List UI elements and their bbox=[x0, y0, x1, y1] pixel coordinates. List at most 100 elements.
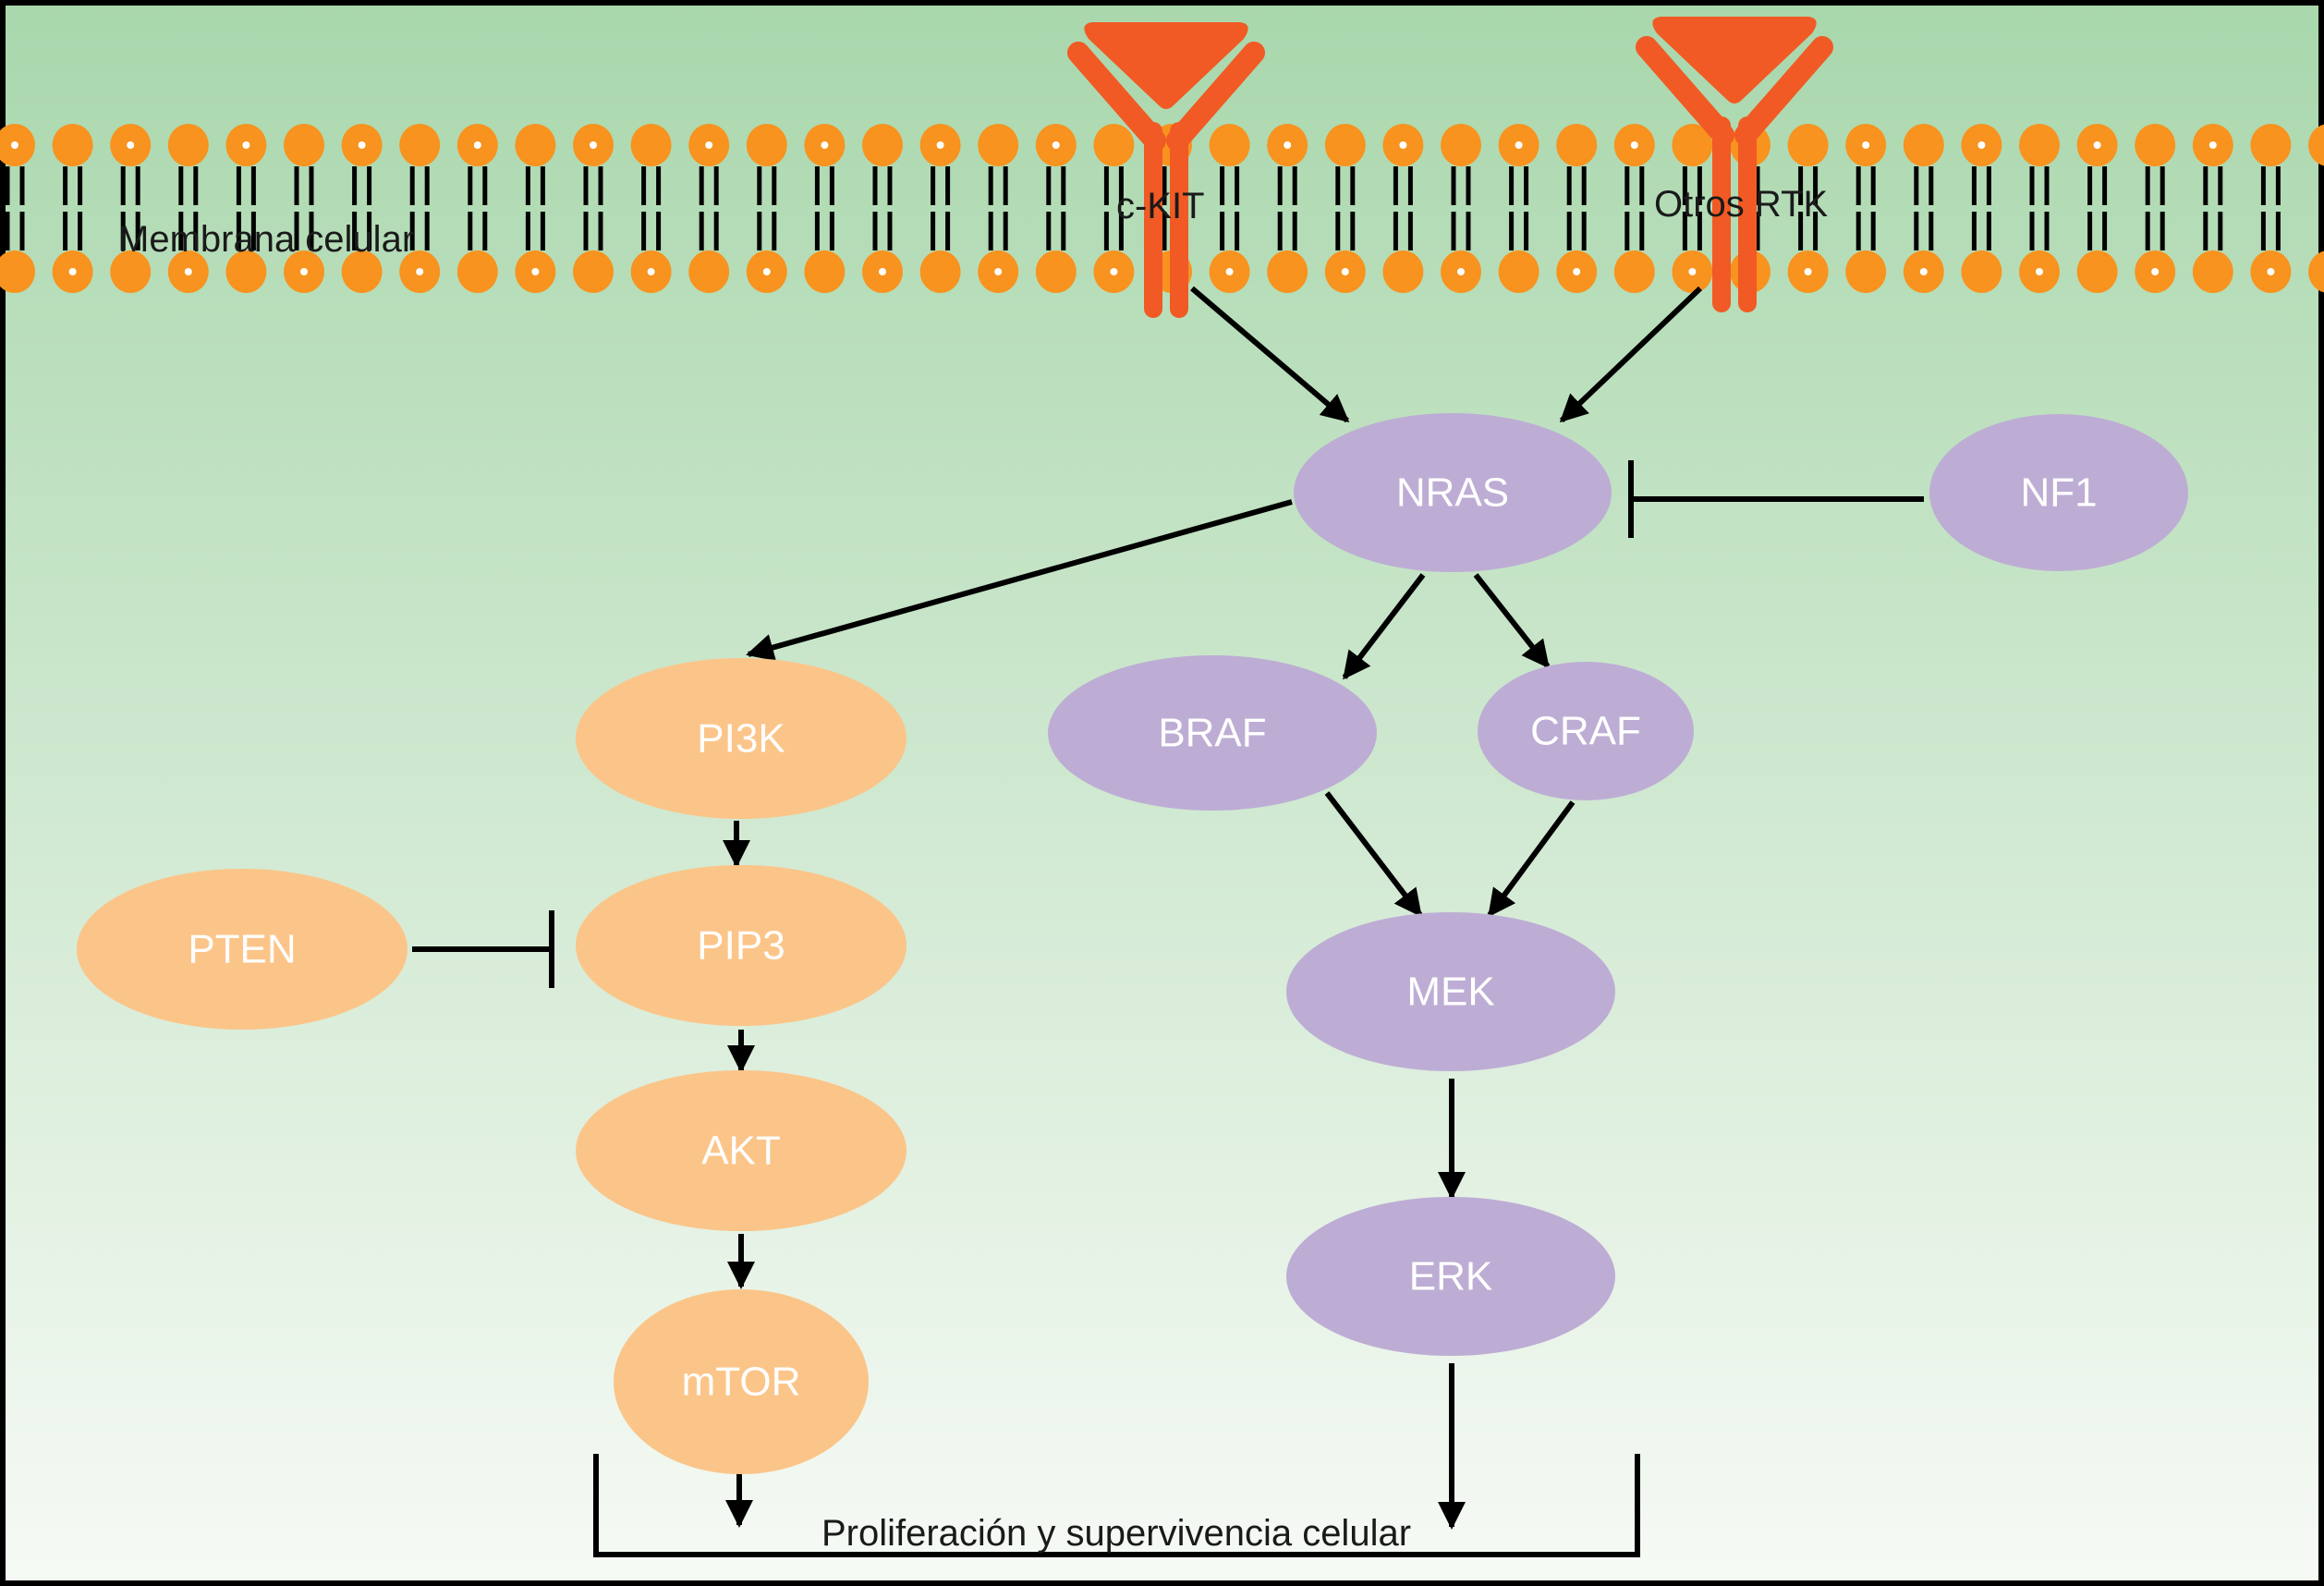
node-pip3: PIP3 bbox=[576, 865, 906, 1026]
lipid bbox=[2019, 124, 2060, 293]
receptors bbox=[1067, 17, 1833, 318]
node-label: PTEN bbox=[188, 927, 296, 972]
lipid bbox=[862, 124, 903, 293]
node-label: AKT bbox=[701, 1128, 781, 1174]
lipid bbox=[52, 124, 93, 293]
lipid bbox=[978, 124, 1019, 293]
lipid-head bbox=[2135, 124, 2176, 166]
lipid-head bbox=[110, 250, 152, 293]
node-shape bbox=[614, 1289, 869, 1474]
lipid bbox=[2076, 124, 2118, 293]
node-erk: ERK bbox=[1286, 1197, 1615, 1356]
lipid-head bbox=[167, 124, 209, 166]
node-shape bbox=[1929, 414, 2188, 571]
lipid bbox=[804, 124, 846, 293]
lipid bbox=[919, 124, 961, 293]
receptor-ckit bbox=[1067, 22, 1265, 318]
lipid bbox=[1556, 124, 1598, 293]
lipid bbox=[1961, 124, 2002, 293]
lipid-head bbox=[1324, 124, 1366, 166]
lipid-head bbox=[1441, 124, 1481, 166]
node-shape bbox=[576, 658, 906, 819]
lipid bbox=[2250, 124, 2292, 293]
edge-nf1-nras bbox=[1628, 460, 1924, 538]
lipid bbox=[1787, 124, 1829, 293]
node-shape bbox=[1286, 1197, 1615, 1356]
cell-membrane bbox=[0, 124, 2324, 293]
lipid-head bbox=[2019, 124, 2060, 166]
lipid-head bbox=[2076, 250, 2118, 293]
lipid-head bbox=[1556, 124, 1598, 166]
lipid bbox=[399, 124, 441, 293]
lipid bbox=[225, 124, 267, 293]
lipid bbox=[573, 124, 614, 293]
node-label: CRAF bbox=[1530, 709, 1641, 754]
lipid bbox=[341, 124, 383, 293]
membrane-label: Membrana celular bbox=[118, 219, 414, 260]
lipid-head bbox=[862, 124, 903, 166]
lipid-head bbox=[630, 124, 672, 166]
lipid-head bbox=[1787, 124, 1829, 166]
lipid bbox=[630, 124, 672, 293]
lipid-head bbox=[515, 124, 556, 166]
edge-pten-pip3 bbox=[412, 910, 554, 988]
node-mtor: mTOR bbox=[614, 1289, 869, 1474]
lipid bbox=[1903, 124, 1944, 293]
node-pi3k: PI3K bbox=[576, 658, 906, 819]
lipid-head bbox=[2250, 124, 2292, 166]
lipid-head bbox=[978, 124, 1019, 166]
edge-craf-mek bbox=[1487, 800, 1576, 918]
receptor-label-rtk: Otros RTK bbox=[1654, 184, 1829, 225]
lipid-head bbox=[1613, 250, 1655, 293]
lipid-head bbox=[341, 250, 383, 293]
lipid-head bbox=[688, 250, 730, 293]
lipid bbox=[515, 124, 556, 293]
lipid-head bbox=[1093, 124, 1135, 166]
node-label: BRAF bbox=[1158, 711, 1266, 756]
receptor-label-ckit: c-KIT bbox=[1116, 186, 1205, 226]
edge-rtk-nras bbox=[1559, 286, 1703, 423]
lipid bbox=[1441, 124, 1481, 293]
lipid-head bbox=[1382, 250, 1424, 293]
lipid-head bbox=[804, 250, 846, 293]
node-craf: CRAF bbox=[1478, 662, 1694, 800]
lipid bbox=[1672, 124, 1713, 293]
node-label: NF1 bbox=[2020, 470, 2097, 516]
lipid-head bbox=[399, 124, 441, 166]
lipid-head bbox=[284, 124, 324, 166]
lipid bbox=[1324, 124, 1366, 293]
lipid-head bbox=[2308, 250, 2324, 293]
lipid bbox=[456, 124, 498, 293]
lipid-head bbox=[1209, 124, 1250, 166]
node-shape bbox=[1294, 413, 1612, 572]
node-label: MEK bbox=[1406, 970, 1494, 1015]
edge-braf-mek bbox=[1324, 791, 1423, 918]
lipid bbox=[1382, 124, 1424, 293]
lipid bbox=[284, 124, 324, 293]
lipid-head bbox=[52, 124, 93, 166]
lipid-head bbox=[1845, 250, 1887, 293]
lipid bbox=[167, 124, 209, 293]
lipid bbox=[2135, 124, 2176, 293]
node-akt: AKT bbox=[576, 1070, 906, 1231]
node-shape bbox=[576, 865, 906, 1026]
edge-nras-braf bbox=[1342, 573, 1426, 680]
lipid bbox=[1845, 124, 1887, 293]
node-nf1: NF1 bbox=[1929, 414, 2188, 571]
node-label: PI3K bbox=[697, 716, 785, 762]
node-braf: BRAF bbox=[1048, 655, 1377, 811]
node-pten: PTEN bbox=[77, 869, 408, 1030]
lipid-head bbox=[2192, 250, 2233, 293]
lipid bbox=[1209, 124, 1250, 293]
lipid bbox=[688, 124, 730, 293]
lipid-head bbox=[456, 250, 498, 293]
lipid-head bbox=[225, 250, 267, 293]
node-nras: NRAS bbox=[1294, 413, 1612, 572]
lipid-head bbox=[1267, 250, 1308, 293]
lipid-head bbox=[1498, 250, 1539, 293]
receptor-rtk bbox=[1636, 17, 1833, 312]
lipid bbox=[1035, 124, 1077, 293]
node-shape bbox=[1478, 662, 1694, 800]
